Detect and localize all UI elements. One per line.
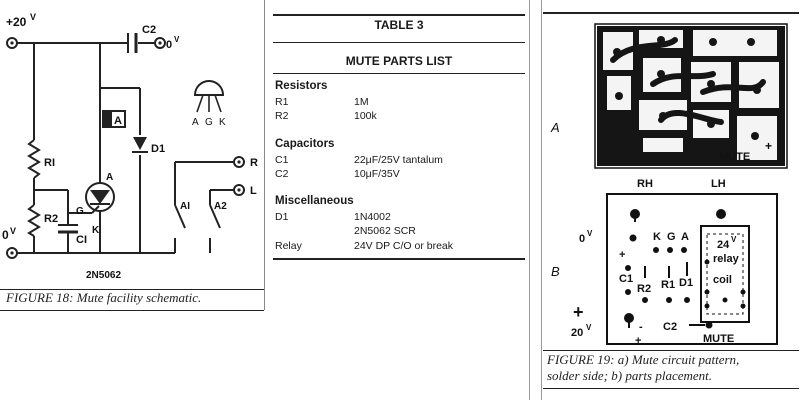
pin-g-label: G <box>205 117 213 128</box>
relay-word-label: relay <box>713 253 740 265</box>
mute-schematic: +20 V 0 V C2 0 V A D1 RI R2 CI G K A AI … <box>2 12 258 281</box>
c1-b-label: C1 <box>619 273 633 285</box>
c2-plus: + <box>635 335 641 347</box>
part-value: 1M <box>354 96 369 108</box>
c2-label: C2 <box>142 24 156 36</box>
pcb-g-label: G <box>667 231 676 243</box>
part-value: 2N5062 SCR <box>354 225 416 237</box>
r1-label: RI <box>44 157 55 169</box>
r2-b-label: R2 <box>637 283 651 295</box>
section-heading: Miscellaneous <box>275 195 354 207</box>
pcb-layout: MUTE + A B RH LH 0 V K G A 24 V relay co… <box>550 23 788 347</box>
a1-label: AI <box>180 201 190 212</box>
zero-v-volt-label: V <box>10 226 16 236</box>
pin-a-label: A <box>192 117 199 128</box>
part-value: 22μF/25V tantalum <box>354 154 443 166</box>
section-heading: Resistors <box>275 80 328 92</box>
plus-a-label: + <box>765 139 772 153</box>
plus20-b-label: 20 <box>571 327 583 339</box>
part-ref: R1 <box>275 96 289 108</box>
mute-b-label: MUTE <box>703 333 734 345</box>
d1-label: D1 <box>151 143 165 155</box>
part-ref: C2 <box>275 168 289 180</box>
table-subtitle: MUTE PARTS LIST <box>345 54 453 68</box>
part-value: 1N4002 <box>354 211 391 223</box>
relay-a-label: A <box>114 115 122 127</box>
c2-b-label: C2 <box>663 321 677 333</box>
pcb-k-label: K <box>653 231 661 243</box>
zero-v-b-volt-label: V <box>587 229 593 238</box>
part-value: 100k <box>354 110 377 122</box>
r1-b-label: R1 <box>661 279 675 291</box>
table-3: TABLE 3 MUTE PARTS LIST Resistors R1 1M … <box>273 0 525 270</box>
relay-volt-unit: V <box>731 235 737 244</box>
part-value: 24V DP C/O or break <box>354 240 454 252</box>
c2-minus: - <box>639 321 643 333</box>
plus20-label: +20 <box>6 15 27 29</box>
c2-volt-label: V <box>174 35 180 44</box>
mute-a-label: MUTE <box>719 151 750 163</box>
r2-label: R2 <box>44 213 58 225</box>
d1-b-label: D1 <box>679 277 693 289</box>
figure-18-caption: FIGURE 18: Mute facility schematic. <box>6 290 202 305</box>
plus20-b-volt: V <box>586 323 592 332</box>
figure-18: +20 V 0 V C2 0 V A D1 RI R2 CI G K A AI … <box>0 0 265 320</box>
gate-label: G <box>76 206 84 217</box>
label-a: A <box>550 120 560 135</box>
relay-voltage-label: 24 <box>717 239 730 251</box>
r-output-label: R <box>250 157 258 169</box>
section-heading: Capacitors <box>275 138 335 150</box>
plus20-volt-label: V <box>30 12 36 22</box>
l-output-label: L <box>250 185 257 197</box>
part-ref: R2 <box>275 110 289 122</box>
table-title: TABLE 3 <box>374 18 424 32</box>
pcb-a-label: A <box>681 231 689 243</box>
zero-v-b-label: 0 <box>579 233 585 245</box>
part-value: 10μF/35V <box>354 168 400 180</box>
coil-label: coil <box>713 274 732 286</box>
part-ref: C1 <box>275 154 289 166</box>
rh-label: RH <box>637 178 653 190</box>
c1-plus: + <box>619 249 625 261</box>
zero-v-label: 0 <box>2 228 9 242</box>
label-b: B <box>551 264 560 279</box>
figure-19-caption-line2: solder side; b) parts placement. <box>547 368 713 383</box>
a2-label: A2 <box>214 201 227 212</box>
cathode-label: K <box>92 225 100 236</box>
lh-label: LH <box>711 178 726 190</box>
pin-k-label: K <box>219 117 226 128</box>
figure-19: MUTE + A B RH LH 0 V K G A 24 V relay co… <box>543 0 801 400</box>
anode-label: A <box>106 172 113 183</box>
scr-part-number: 2N5062 <box>86 270 121 281</box>
c1-label: CI <box>76 234 87 246</box>
part-ref: Relay <box>275 240 302 252</box>
plus20-b-sign: + <box>573 302 584 322</box>
figure-19-caption-line1: FIGURE 19: a) Mute circuit pattern, <box>547 352 740 367</box>
part-ref: D1 <box>275 211 289 223</box>
c2-zero-label: 0 <box>166 39 172 51</box>
